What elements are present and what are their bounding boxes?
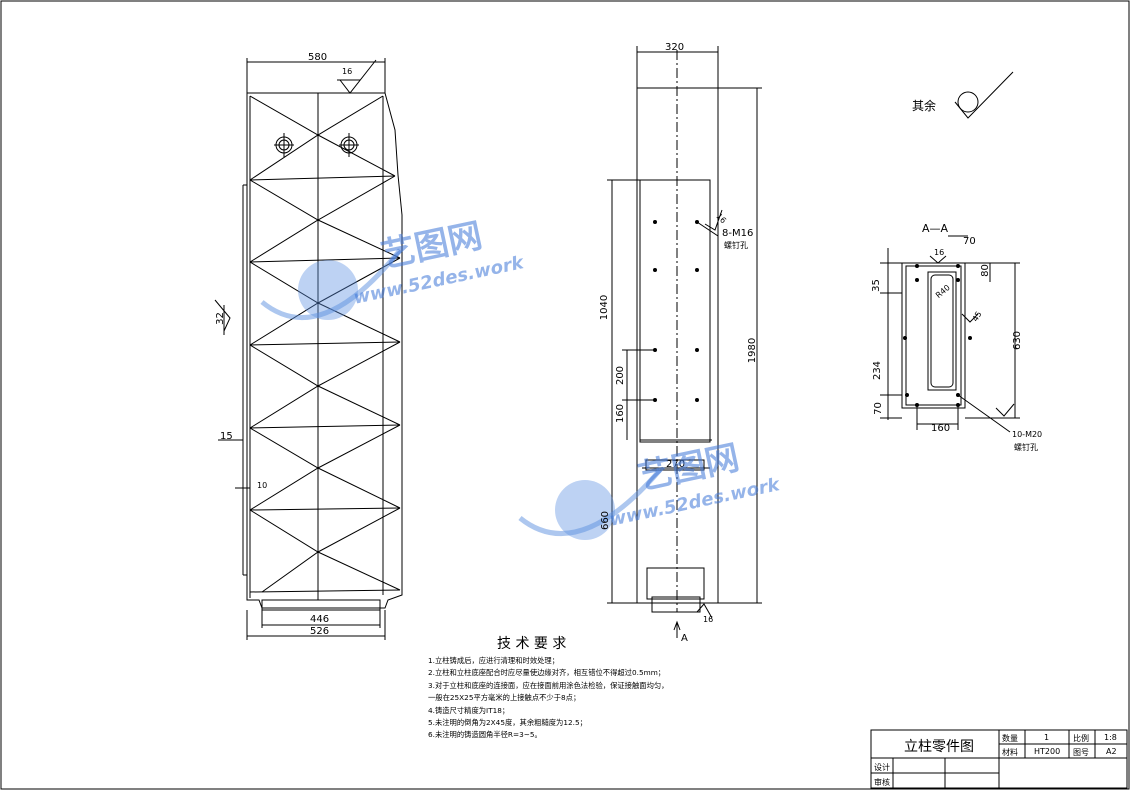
dim-200: 200 xyxy=(615,365,627,386)
dim-section-70-bottom: 70 xyxy=(872,402,884,415)
material-value: HT200 xyxy=(1034,747,1061,756)
dim-top-width-front: 580 xyxy=(308,52,328,63)
holes-note-section-1: 10-M20 xyxy=(1012,430,1043,439)
dim-left-15: 15 xyxy=(220,431,233,442)
roughness-section-16: 16 xyxy=(934,248,945,257)
dim-section-35: 35 xyxy=(870,279,882,292)
dim-bottom-inner: 446 xyxy=(310,614,330,625)
dim-1980: 1980 xyxy=(747,337,759,364)
dim-section-160: 160 xyxy=(931,423,951,434)
requirement-1: 1.立柱铸成后，应进行清理和时效处理； xyxy=(428,656,560,665)
reviewer-label: 审核 xyxy=(874,778,890,787)
section-marker-A: A xyxy=(681,633,688,644)
dim-section-234: 234 xyxy=(872,360,884,381)
qty-value: 1 xyxy=(1044,733,1050,742)
roughness-front-top: 16 xyxy=(342,67,353,76)
section-title: A—A xyxy=(922,222,949,235)
dim-1040: 1040 xyxy=(599,294,611,321)
side-view xyxy=(607,46,762,638)
other-roughness-symbol xyxy=(954,71,1014,119)
material-label: 材料 xyxy=(1002,748,1018,757)
section-view xyxy=(880,235,1020,433)
requirements-list: 1.立柱铸成后，应进行清理和时效处理； 2.立柱和立柱底座配合时应尽量使边缘对齐… xyxy=(428,655,668,742)
requirement-4: 4.铸造尺寸精度为IT18； xyxy=(428,705,510,715)
requirement-3b: 一般在25X25平方毫米的上接触点不少于8点； xyxy=(428,693,581,703)
requirement-3: 3.对于立柱和底座的连接面，应在接面前用涂色法检验，保证接触面均匀， xyxy=(428,680,669,690)
roughness-front-left: 32 xyxy=(214,312,226,325)
other-roughness-label: 其余 xyxy=(912,99,937,113)
requirement-2: 2.立柱和立柱底座配合时应尽量使边缘对齐，相互错位不得超过0.5mm； xyxy=(428,668,666,678)
scale-label: 比例 xyxy=(1073,734,1089,743)
drawing-no-value: A2 xyxy=(1106,747,1117,756)
dim-160-side: 160 xyxy=(615,403,627,424)
dim-section-630: 630 xyxy=(1012,330,1024,351)
designer-label: 设计 xyxy=(874,763,890,772)
requirement-5: 5.未注明的倒角为2X45度，其余粗糙度为12.5； xyxy=(428,718,587,728)
part-name: 立柱零件图 xyxy=(904,739,974,755)
qty-label: 数量 xyxy=(1002,734,1018,743)
requirements-heading: 技 术 要 求 xyxy=(497,636,567,652)
front-view xyxy=(214,58,403,640)
requirement-6: 6.未注明的铸造圆角半径R=3~5。 xyxy=(428,730,542,740)
dim-270: 270 xyxy=(666,459,686,470)
title-block-lines xyxy=(870,729,1128,789)
watermark-swoosh-1 xyxy=(260,248,402,320)
watermark-swoosh-2 xyxy=(518,468,662,536)
dim-section-70-top: 70 xyxy=(963,236,976,247)
holes-note-side-2: 螺钉孔 xyxy=(724,241,748,250)
dim-top-width-side: 320 xyxy=(665,42,685,53)
drawing-no-label: 图号 xyxy=(1073,748,1089,757)
dim-left-10: 10 xyxy=(257,481,268,490)
dim-bottom-outer: 526 xyxy=(310,626,330,637)
holes-note-section-2: 螺钉孔 xyxy=(1014,443,1038,452)
dim-section-80: 80 xyxy=(979,264,991,277)
roughness-side-16b: 16 xyxy=(703,615,714,624)
holes-note-side-1: 8-M16 xyxy=(722,228,754,239)
scale-value: 1:8 xyxy=(1104,733,1117,742)
